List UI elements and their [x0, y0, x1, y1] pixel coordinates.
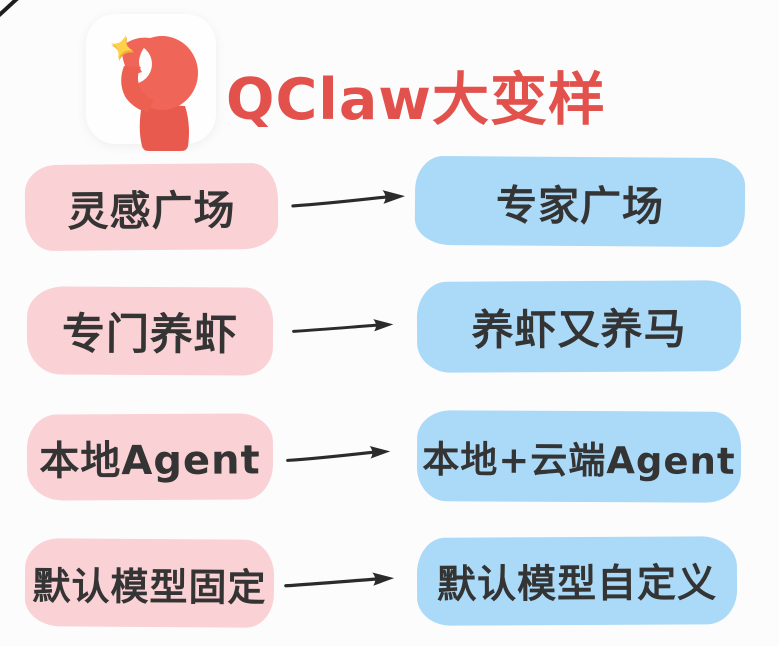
arrow-right-icon — [284, 572, 395, 588]
after-box-expert: 专家广场 — [414, 155, 746, 248]
arrow-right-icon — [292, 319, 394, 333]
sparkle-icon — [110, 34, 135, 62]
before-box-fixed-model: 默认模型固定 — [24, 538, 275, 628]
claw-icon — [86, 14, 216, 151]
claw-sparkle-graphic — [110, 34, 198, 151]
after-box-shrimp-horse: 养虾又养马 — [416, 280, 742, 373]
arrow-right-icon — [286, 446, 391, 462]
after-box-local-cloud-agent: 本地+云端Agent — [416, 410, 742, 503]
corner-pen-stroke-icon — [0, 0, 19, 18]
before-box-shrimp: 专门养虾 — [26, 286, 274, 376]
claw-arm — [139, 104, 189, 151]
before-box-local-agent: 本地Agent — [26, 413, 274, 501]
arrow-right-icon — [291, 190, 406, 208]
page-title: QClaw大变样 — [226, 67, 606, 133]
after-box-custom-model: 默认模型自定义 — [416, 536, 738, 626]
before-box-inspiration: 灵感广场 — [24, 162, 279, 252]
claw-lower-pincer — [121, 66, 154, 112]
